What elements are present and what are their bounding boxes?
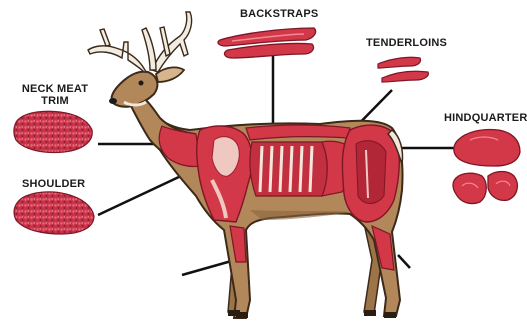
label-backstraps: BACKSTRAPS bbox=[240, 8, 318, 20]
label-tenderloins: TENDERLOINS bbox=[366, 37, 447, 49]
deer-head bbox=[109, 67, 184, 106]
leader-shank-front bbox=[182, 260, 235, 275]
rib-cage bbox=[250, 142, 327, 196]
ground-meat-icon bbox=[14, 192, 94, 234]
label-shoulder: SHOULDER bbox=[22, 178, 85, 190]
label-neck-line2: TRIM bbox=[15, 95, 95, 107]
hooves bbox=[228, 310, 396, 318]
tenderloins-product bbox=[378, 57, 428, 82]
label-neck-line1: NECK MEAT bbox=[15, 83, 95, 95]
head-shape bbox=[111, 72, 157, 107]
label-hindquarter: HINDQUARTER bbox=[444, 112, 527, 124]
ground-meat-icon bbox=[14, 111, 92, 152]
label-neck-meat-trim: NECK MEAT TRIM bbox=[15, 83, 95, 107]
leader-shank-rear bbox=[398, 255, 410, 268]
backstraps-product bbox=[218, 28, 316, 58]
steak-icon bbox=[453, 129, 520, 203]
eye-icon bbox=[139, 81, 144, 86]
hindquarter-cut bbox=[342, 125, 399, 222]
nose-icon bbox=[109, 98, 117, 104]
antler-icon bbox=[88, 12, 192, 72]
